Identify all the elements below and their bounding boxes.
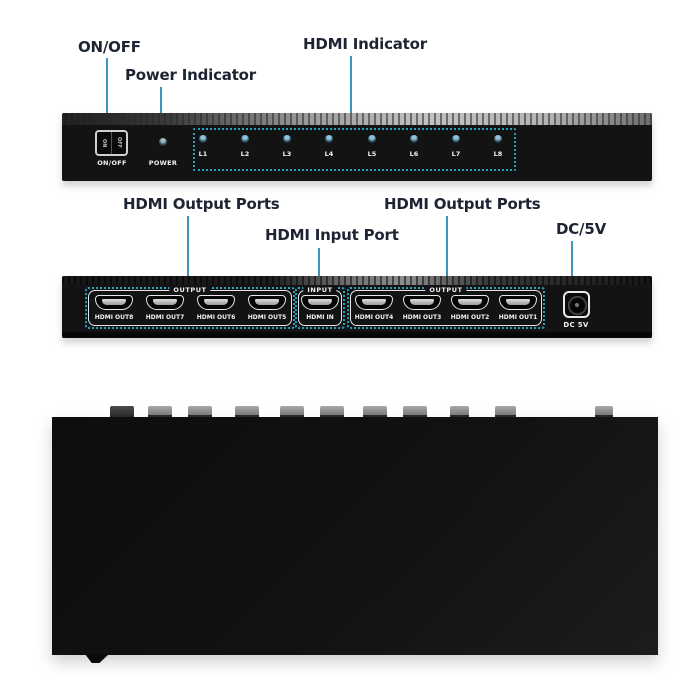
led-label: L1 [198, 150, 208, 158]
hdmi-port-icon [301, 295, 339, 310]
input-frame: INPUT [298, 286, 342, 326]
port-tab [403, 406, 427, 417]
port-tab [235, 406, 259, 417]
hdmi-port-icon [403, 295, 441, 310]
switch-label: ON/OFF [97, 159, 127, 167]
leader-line-output-left [187, 216, 189, 288]
callout-dc-5v: DC/5V [556, 220, 606, 238]
top-view-enclosure [52, 406, 658, 663]
led-l6: L6 [399, 135, 429, 158]
led-icon [283, 135, 291, 143]
port-hdmi-out5: HDMI OUT5 [241, 295, 293, 321]
port-hdmi-out7: HDMI OUT7 [139, 295, 191, 321]
output-left-frame: OUTPUT [88, 286, 292, 326]
leader-line-power [160, 87, 162, 130]
power-label: POWER [148, 159, 178, 167]
port-tab [495, 406, 516, 417]
port-hdmi-out3: HDMI OUT3 [396, 295, 448, 321]
callout-power-indicator: Power Indicator [125, 66, 256, 84]
port-label: HDMI OUT1 [498, 314, 538, 321]
rear-panel-top-edge [62, 276, 652, 285]
port-tab [450, 406, 469, 417]
port-hdmi-out1: HDMI OUT1 [492, 295, 544, 321]
port-label: HDMI OUT8 [94, 314, 134, 321]
dc-jack-icon [563, 291, 590, 318]
leader-line-dc [571, 241, 573, 286]
hdmi-port-icon [146, 295, 184, 310]
rear-panel-bottom-edge [62, 332, 652, 338]
port-hdmi-out8: HDMI OUT8 [88, 295, 140, 321]
output-right-frame: OUTPUT [350, 286, 542, 326]
led-l1: L1 [188, 135, 218, 158]
port-tab [363, 406, 387, 417]
output-left-group-label: OUTPUT [169, 286, 211, 294]
led-label: L8 [493, 150, 503, 158]
power-switch: ON OFF [95, 130, 128, 156]
hdmi-port-icon [451, 295, 489, 310]
hdmi-port-icon [248, 295, 286, 310]
port-tab [320, 406, 344, 417]
leader-line-hdmi [350, 56, 352, 128]
port-tab [595, 406, 613, 417]
led-label: L4 [324, 150, 334, 158]
rubber-foot [85, 654, 109, 663]
led-l4: L4 [314, 135, 344, 158]
led-label: L3 [282, 150, 292, 158]
port-tab [280, 406, 304, 417]
hdmi-port-icon [95, 295, 133, 310]
port-label: HDMI OUT6 [196, 314, 236, 321]
hdmi-port-icon [499, 295, 537, 310]
port-hdmi-out4: HDMI OUT4 [348, 295, 400, 321]
led-icon [241, 135, 249, 143]
front-panel-top-edge [62, 113, 652, 125]
led-icon [199, 135, 207, 143]
port-label: HDMI OUT7 [145, 314, 185, 321]
led-l2: L2 [230, 135, 260, 158]
led-l3: L3 [272, 135, 302, 158]
port-label: HDMI OUT2 [450, 314, 490, 321]
input-group-label: INPUT [303, 286, 337, 294]
callout-on-off: ON/OFF [78, 38, 141, 56]
port-tab [110, 406, 134, 417]
port-tab [148, 406, 172, 417]
led-label: L7 [451, 150, 461, 158]
led-l7: L7 [441, 135, 471, 158]
leader-line-input [318, 248, 320, 285]
front-panel: ON OFF ON/OFF POWER L1 L2 L3 L4 L5 L6 L7… [62, 113, 652, 181]
hdmi-port-icon [355, 295, 393, 310]
port-hdmi-in: HDMI IN [294, 295, 346, 321]
hdmi-indicator-box [193, 128, 516, 171]
leader-line-output-right [446, 216, 448, 288]
callout-output-ports-left: HDMI Output Ports [123, 195, 280, 213]
led-l5: L5 [357, 135, 387, 158]
led-icon [410, 135, 418, 143]
port-tab [188, 406, 212, 417]
led-icon [368, 135, 376, 143]
led-icon [452, 135, 460, 143]
led-l8: L8 [483, 135, 513, 158]
port-hdmi-out2: HDMI OUT2 [444, 295, 496, 321]
callout-input-port: HDMI Input Port [265, 226, 399, 244]
dc-jack-label: DC 5V [563, 321, 589, 329]
led-icon [494, 135, 502, 143]
output-right-group-label: OUTPUT [425, 286, 467, 294]
switch-off-marking: OFF [116, 137, 122, 149]
power-led-icon [159, 138, 167, 146]
led-label: L5 [367, 150, 377, 158]
port-label: HDMI IN [306, 314, 334, 321]
led-label: L2 [240, 150, 250, 158]
callout-output-ports-right: HDMI Output Ports [384, 195, 541, 213]
rear-panel: OUTPUT INPUT OUTPUT HDMI OUT8 HDMI OUT7 … [62, 276, 652, 338]
leader-line-on-off [106, 58, 108, 130]
led-label: L6 [409, 150, 419, 158]
callout-hdmi-indicator: HDMI Indicator [303, 35, 427, 53]
port-hdmi-out6: HDMI OUT6 [190, 295, 242, 321]
switch-on-marking: ON [97, 132, 112, 154]
port-label: HDMI OUT3 [402, 314, 442, 321]
port-label: HDMI OUT4 [354, 314, 394, 321]
led-icon [325, 135, 333, 143]
port-label: HDMI OUT5 [247, 314, 287, 321]
hdmi-port-icon [197, 295, 235, 310]
